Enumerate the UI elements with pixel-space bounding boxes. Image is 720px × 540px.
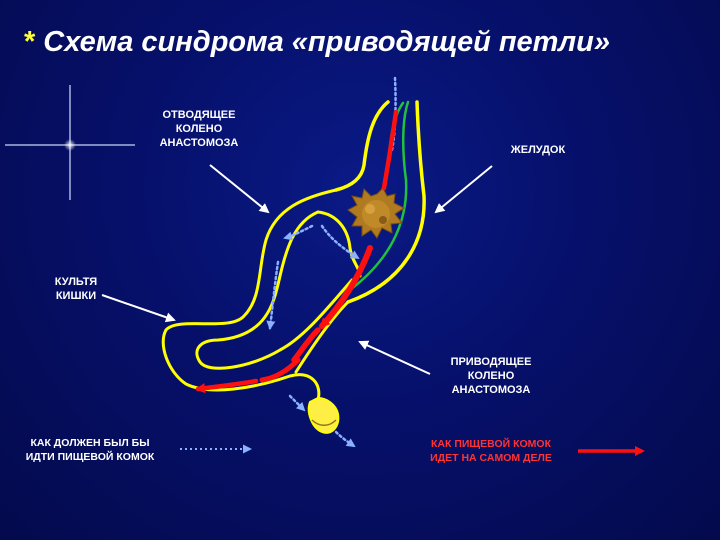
- sparkle-decoration: [5, 85, 135, 200]
- afferent-loop-label: ПРИВОДЯЩЕЕ КОЛЕНО АНАСТОМОЗА: [428, 355, 554, 397]
- afferent-label-line-1: ПРИВОДЯЩЕЕ: [450, 356, 532, 368]
- afferent-label-line-3: АНАСТОМОЗА: [451, 384, 531, 396]
- duodenal-stump: [307, 396, 340, 434]
- legend-actual-line-1: КАК ПИЩЕВОЙ КОМОК: [431, 438, 551, 450]
- efferent-label-line-1: ОТВОДЯЩЕЕ: [162, 109, 236, 121]
- legend-expected-line-2: ИДТИ ПИЩЕВОЙ КОМОК: [25, 451, 155, 463]
- expected-food-path: [266, 76, 397, 448]
- intestine-outline: [161, 188, 362, 402]
- food-bolus: [347, 187, 405, 239]
- slide-title: *Схема синдрома «приводящей петли»: [24, 26, 714, 59]
- afferent-label-line-2: КОЛЕНО: [467, 370, 515, 382]
- stomach-label-text: ЖЕЛУДОК: [510, 144, 566, 156]
- efferent-label-line-3: АНАСТОМОЗА: [159, 137, 239, 149]
- title-bullet: *: [24, 26, 36, 58]
- efferent-loop-label: ОТВОДЯЩЕЕ КОЛЕНО АНАСТОМОЗА: [140, 108, 258, 150]
- stump-label: КУЛЬТЯ КИШКИ: [38, 275, 114, 303]
- stump-label-line-1: КУЛЬТЯ: [54, 276, 98, 288]
- actual-food-path: [195, 109, 399, 394]
- pointer-arrows: [101, 164, 493, 375]
- legend-expected-text: КАК ДОЛЖЕН БЫЛ БЫ ИДТИ ПИЩЕВОЙ КОМОК: [6, 436, 174, 464]
- legend-actual-line-2: ИДЕТ НА САМОМ ДЕЛЕ: [430, 452, 552, 464]
- stump-label-line-2: КИШКИ: [55, 290, 97, 302]
- efferent-label-line-2: КОЛЕНО: [175, 123, 223, 135]
- legend-expected-line-1: КАК ДОЛЖЕН БЫЛ БЫ: [30, 437, 150, 449]
- title-text: Схема синдрома «приводящей петли»: [43, 26, 610, 58]
- legend-actual-text: КАК ПИЩЕВОЙ КОМОК ИДЕТ НА САМОМ ДЕЛЕ: [410, 437, 572, 465]
- stomach-label: ЖЕЛУДОК: [478, 143, 598, 157]
